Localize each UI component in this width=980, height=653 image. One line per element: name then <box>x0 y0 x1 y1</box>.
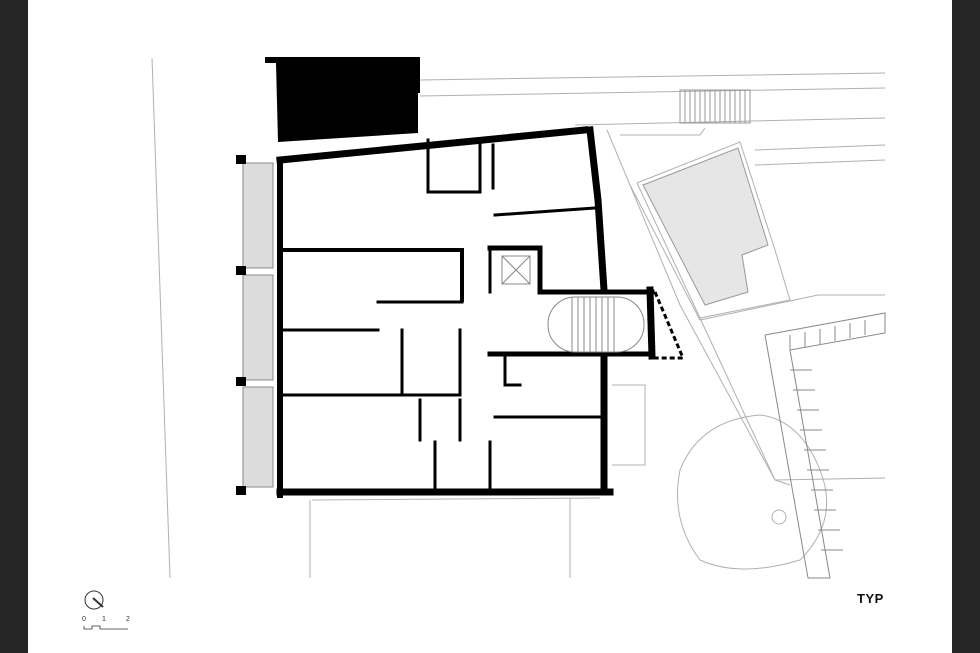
scale-bar <box>83 625 128 630</box>
exterior-stairs-top <box>679 89 751 124</box>
walls <box>276 126 656 498</box>
site-context <box>151 57 886 579</box>
scale-tick-0: 0 <box>82 616 86 623</box>
pool <box>642 147 769 306</box>
neighbour-building <box>265 57 420 142</box>
columns <box>236 155 246 495</box>
lift-core <box>501 255 645 353</box>
left-frame-bar <box>0 0 28 653</box>
exterior-ramp <box>764 312 886 579</box>
north-arrow-icon <box>84 590 104 610</box>
level-label: TYP <box>857 591 884 606</box>
right-frame-bar <box>952 0 980 653</box>
balconies <box>242 162 274 488</box>
scale-tick-2: 2 <box>126 616 130 623</box>
scale-tick-1: 1 <box>102 616 106 623</box>
dashed-boundary <box>652 291 686 360</box>
